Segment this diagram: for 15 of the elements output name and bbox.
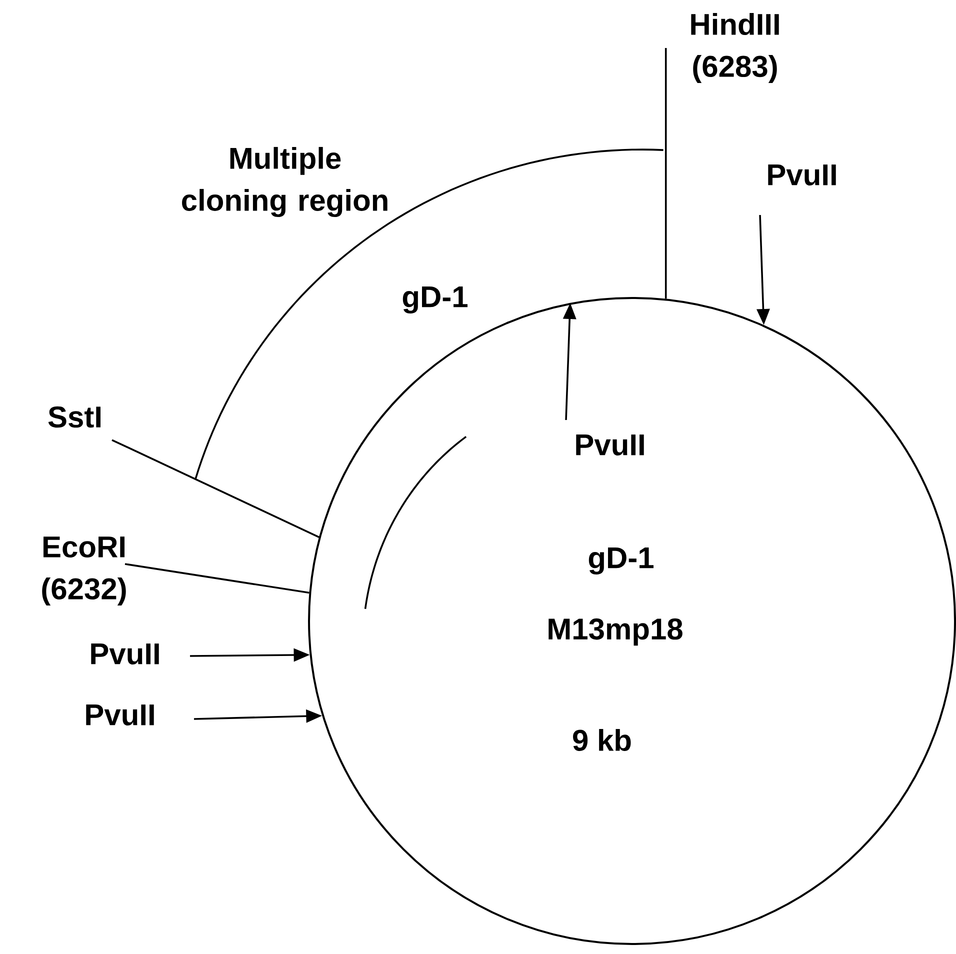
region-label: gD-1	[402, 286, 468, 314]
leader-line	[112, 439, 320, 538]
site-label: PvuII	[768, 164, 836, 186]
plasmid-label: 9 kb	[573, 729, 631, 752]
site-label: SstI	[48, 406, 100, 428]
site-label: PvuII	[86, 704, 154, 726]
region-label: Multiple cloning region	[182, 146, 388, 218]
plasmid-label: M13mp18	[548, 618, 682, 646]
site-label: PvuII	[91, 644, 159, 664]
site-label: EcoRI (6232)	[42, 536, 126, 606]
plasmid-label: gD-1	[588, 548, 654, 574]
site-label: PvuII	[576, 434, 644, 456]
leader-line	[664, 48, 667, 299]
leader-line	[124, 563, 310, 594]
site-label: HindIII (6283)	[691, 13, 779, 83]
